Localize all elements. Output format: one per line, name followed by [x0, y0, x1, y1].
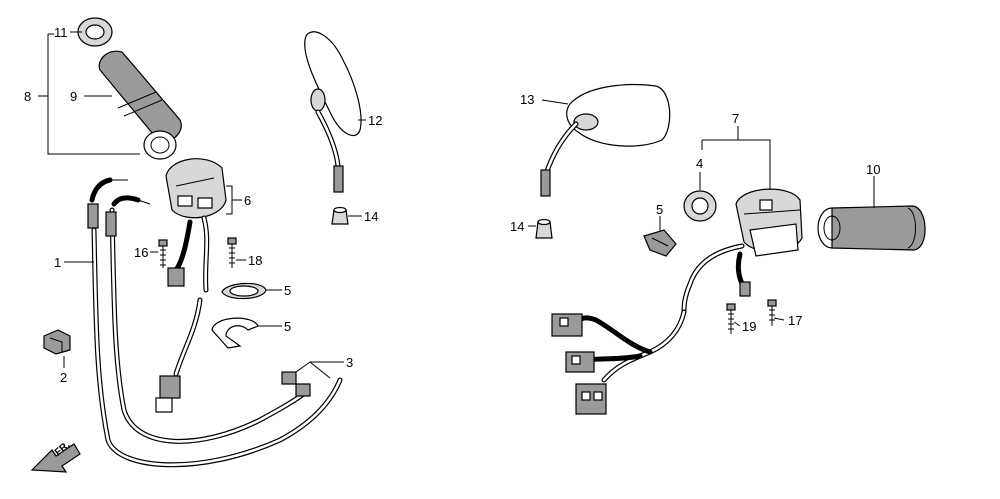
callout-8: 8: [24, 89, 31, 104]
mirror-nut-left-part: [331, 206, 349, 225]
leader-lines: [38, 31, 875, 379]
throttle-cable-part: [87, 177, 343, 468]
right-switch-housing-part: [735, 188, 803, 257]
callout-9: 9: [70, 89, 77, 104]
callout-13: 13: [520, 92, 534, 107]
front-direction-arrow: [30, 443, 81, 473]
callout-11: 11: [54, 25, 68, 40]
wire-clamp-right-part: [643, 229, 677, 257]
right-grip-part: [817, 205, 926, 251]
callout-6: 6: [244, 193, 251, 208]
screw-18-part: [227, 237, 237, 268]
left-grip-part: [98, 50, 182, 160]
callout-14-right: 14: [510, 219, 524, 234]
right-mirror-part: [540, 84, 671, 197]
callout-18: 18: [248, 253, 262, 268]
throttle-seal-part: [683, 190, 717, 222]
grip-end-cap-part: [77, 17, 113, 47]
right-switch-harness-part: [551, 243, 751, 415]
left-switch-harness-part: [155, 219, 203, 413]
wire-clamp-lower-part: [211, 317, 259, 349]
callout-4: 4: [696, 156, 703, 171]
callout-16: 16: [134, 245, 148, 260]
callout-5-lower-left: 5: [284, 319, 291, 334]
screw-16-part: [158, 239, 168, 268]
callout-1: 1: [54, 255, 61, 270]
callout-12: 12: [368, 113, 382, 128]
callout-3: 3: [346, 355, 353, 370]
callout-10: 10: [866, 162, 880, 177]
callout-5-upper-left: 5: [284, 283, 291, 298]
left-switch-housing-part: [165, 158, 227, 293]
left-mirror-part: [304, 31, 362, 193]
wire-clamp-upper-part: [221, 282, 267, 300]
screw-17-part: [767, 299, 777, 326]
mirror-nut-right-part: [535, 218, 553, 239]
screw-19-part: [726, 303, 736, 334]
callout-2: 2: [60, 370, 67, 385]
cable-guide-part: [43, 329, 71, 355]
callout-14-left: 14: [364, 209, 378, 224]
callout-7: 7: [732, 111, 739, 126]
callout-5-right: 5: [656, 202, 663, 217]
callout-19: 19: [742, 319, 756, 334]
callout-17: 17: [788, 313, 802, 328]
